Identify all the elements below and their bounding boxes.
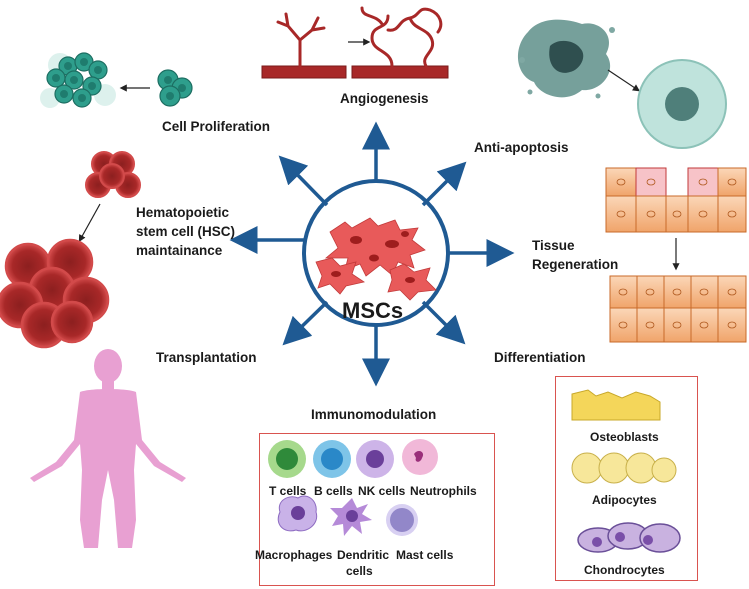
label-b-cells: B cells bbox=[314, 484, 353, 498]
label-chondrocytes: Chondrocytes bbox=[584, 563, 665, 577]
label-neutrophils: Neutrophils bbox=[410, 484, 477, 498]
label-hsc-line3: maintainance bbox=[136, 243, 223, 258]
arrow-cell-proliferation bbox=[278, 155, 329, 207]
label-osteoblasts: Osteoblasts bbox=[590, 430, 659, 444]
arrow-differentiation bbox=[421, 300, 466, 345]
angiogenesis-illustration bbox=[261, 6, 449, 79]
differentiation-box bbox=[555, 376, 698, 581]
label-immunomodulation: Immunomodulation bbox=[311, 407, 437, 422]
hsc-illustration bbox=[0, 151, 141, 349]
tissue-illustration bbox=[605, 167, 747, 343]
msc-cells-icon bbox=[315, 217, 437, 301]
label-transplantation: Transplantation bbox=[156, 350, 257, 365]
msc-center bbox=[302, 179, 450, 327]
immune-cells-box bbox=[259, 433, 495, 586]
label-adipocytes: Adipocytes bbox=[592, 493, 657, 507]
differentiation-illustration bbox=[571, 389, 681, 553]
effect-arrows bbox=[229, 121, 515, 387]
label-anti-apoptosis: Anti-apoptosis bbox=[474, 140, 569, 155]
label-hsc-line2: stem cell (HSC) bbox=[136, 224, 236, 239]
label-dendritic-line2: cells bbox=[346, 564, 373, 578]
anti-apoptosis-illustration bbox=[517, 19, 727, 149]
label-angiogenesis: Angiogenesis bbox=[340, 91, 429, 106]
label-cell-proliferation: Cell Proliferation bbox=[162, 119, 271, 134]
center-label: MSCs bbox=[342, 298, 404, 323]
label-nk-cells: NK cells bbox=[358, 484, 406, 498]
label-dendritic-line1: Dendritic bbox=[337, 548, 390, 562]
label-macrophages: Macrophages bbox=[255, 548, 333, 562]
label-hsc-line1: Hematopoietic bbox=[136, 205, 230, 220]
immune-cells-illustration bbox=[268, 439, 438, 536]
arrow-anti-apoptosis bbox=[421, 161, 467, 207]
label-t-cells: T cells bbox=[269, 484, 307, 498]
arrow-transplantation bbox=[282, 300, 329, 346]
label-differentiation: Differentiation bbox=[494, 350, 586, 365]
label-tissue-line2: Regeneration bbox=[532, 257, 619, 272]
msc-nuclei bbox=[331, 231, 415, 283]
label-tissue-line1: Tissue bbox=[532, 238, 575, 253]
label-mast-cells: Mast cells bbox=[396, 548, 454, 562]
cell-proliferation-illustration bbox=[40, 52, 193, 108]
human-body-icon bbox=[30, 349, 186, 548]
